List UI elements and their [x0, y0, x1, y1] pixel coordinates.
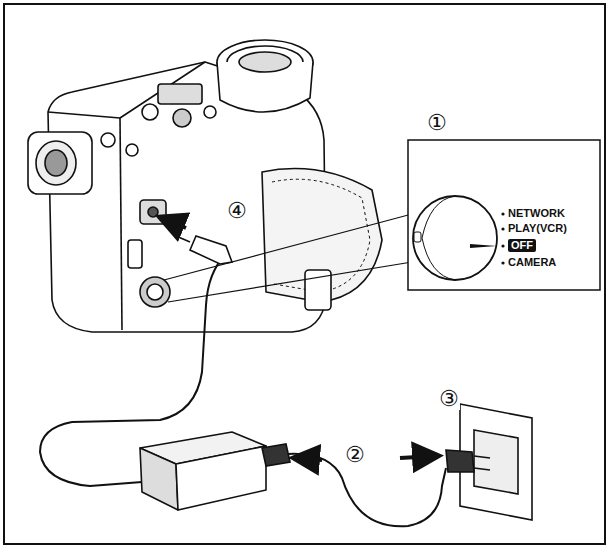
frame	[4, 4, 605, 544]
wall-outlet	[446, 404, 532, 520]
dial-position: PLAY(VCR)	[508, 223, 567, 234]
callout-number: ②	[344, 444, 366, 466]
callout-number: ④	[226, 200, 248, 222]
ac-plug	[262, 444, 290, 466]
ac-cable	[288, 454, 446, 526]
ac-adapter	[140, 432, 266, 510]
dc-plug	[176, 236, 232, 264]
dial-position: OFF	[508, 239, 536, 252]
dial-position: NETWORK	[508, 208, 565, 219]
mode-dial-closeup	[408, 140, 600, 290]
camcorder	[28, 40, 382, 332]
callout-number: ③	[438, 388, 460, 410]
insert-arrow	[162, 218, 186, 228]
callout-number: ①	[426, 112, 448, 134]
dial-position: CAMERA	[508, 257, 556, 268]
insert-arrow	[400, 456, 436, 458]
zoom-leaders	[164, 214, 412, 302]
